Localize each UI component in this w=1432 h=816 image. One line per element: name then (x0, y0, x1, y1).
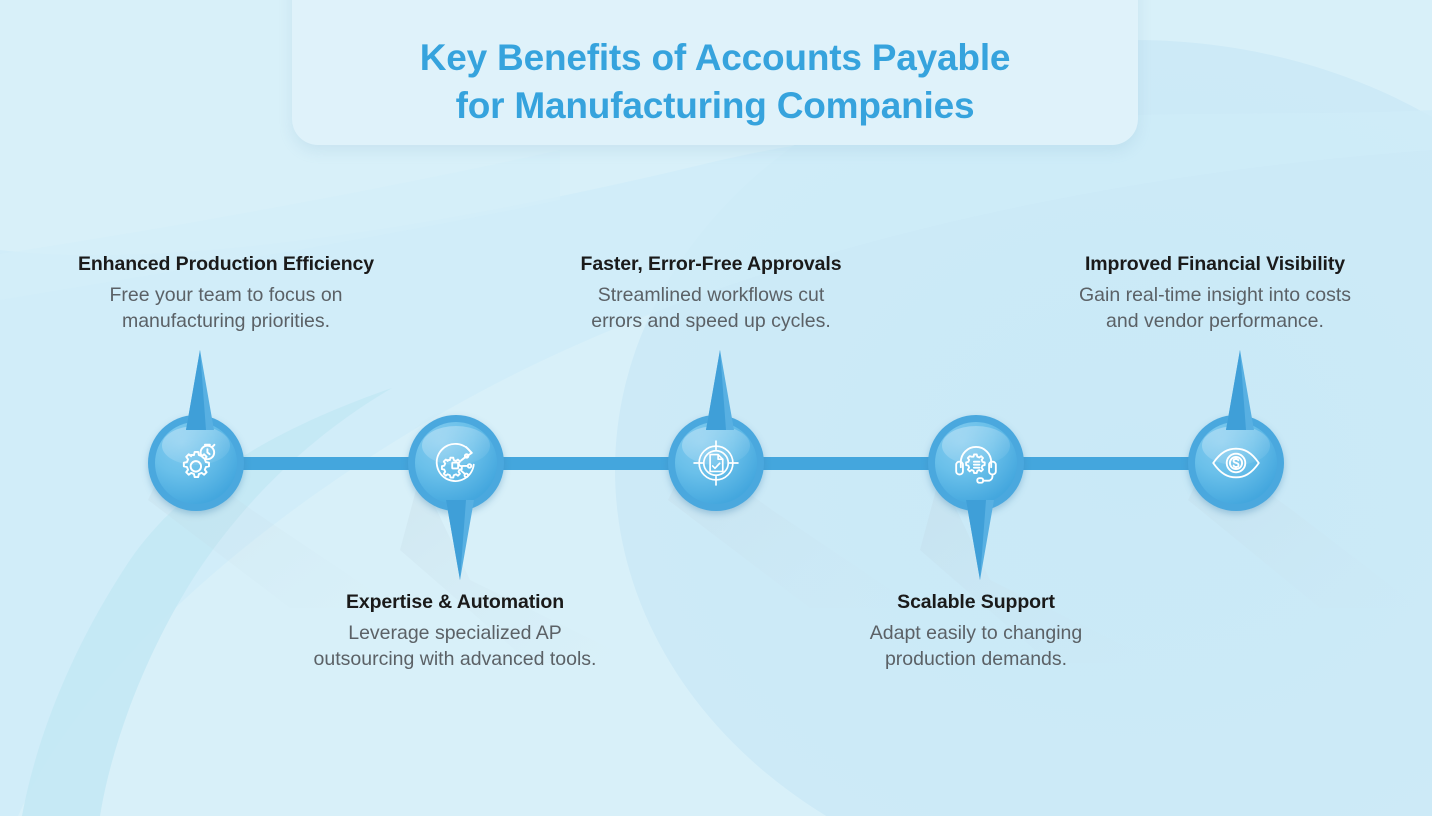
pin-spike-down-4 (966, 500, 994, 580)
caption-title: Faster, Error-Free Approvals (580, 253, 842, 275)
document-target-icon (668, 415, 764, 511)
gear-circuit-automation-icon (408, 415, 504, 511)
timeline-node-expertise-automation[interactable] (408, 415, 504, 511)
connector-segment-4 (1016, 457, 1190, 470)
pin-spike-down-2 (446, 500, 474, 580)
caption-title: Expertise & Automation (345, 591, 565, 613)
node-disc (155, 422, 237, 504)
connector-segment-2 (496, 457, 670, 470)
caption-title: Enhanced Production Efficiency (77, 253, 375, 275)
timeline-node-scalable-support[interactable] (928, 415, 1024, 511)
caption-description: Leverage specialized AP outsourcing with… (255, 621, 655, 672)
caption-title: Scalable Support (897, 591, 1055, 613)
caption-faster-error-free-approvals: Faster, Error-Free Approvals Streamlined… (528, 252, 894, 335)
caption-improved-financial-visibility: Improved Financial Visibility Gain real-… (1010, 252, 1420, 335)
header-card: Key Benefits of Accounts Payable for Man… (292, 0, 1138, 145)
caption-description-line-2: production demands. (884, 648, 1068, 671)
page-title-line-2: for Manufacturing Companies (455, 84, 975, 126)
caption-description: Adapt easily to changing production dema… (795, 621, 1157, 672)
page-title: Key Benefits of Accounts Payable for Man… (420, 34, 1011, 129)
timeline-node-faster-error-free-approvals[interactable] (668, 415, 764, 511)
connector-segment-1 (236, 457, 410, 470)
caption-description-line-2: manufacturing priorities. (121, 310, 331, 333)
caption-title: Improved Financial Visibility (1084, 253, 1346, 275)
node-disc (675, 422, 757, 504)
caption-description: Gain real-time insight into costs and ve… (1010, 283, 1420, 334)
caption-description: Free your team to focus on manufacturing… (30, 283, 422, 334)
caption-scalable-support: Scalable Support Adapt easily to changin… (795, 590, 1157, 673)
eye-dollar-icon (1188, 415, 1284, 511)
caption-description-line-2: errors and speed up cycles. (591, 310, 831, 333)
caption-description-line-1: Free your team to focus on (109, 284, 343, 307)
node-disc (415, 422, 497, 504)
caption-description-line-1: Streamlined workflows cut (597, 284, 825, 307)
connector-segment-3 (756, 457, 930, 470)
caption-description-line-1: Leverage specialized AP (348, 622, 562, 645)
gear-stopwatch-icon (148, 415, 244, 511)
timeline-node-enhanced-production-efficiency[interactable] (148, 415, 244, 511)
caption-description-line-2: and vendor performance. (1106, 310, 1324, 333)
page-title-line-1: Key Benefits of Accounts Payable (419, 37, 1011, 79)
caption-description-line-1: Adapt easily to changing (869, 622, 1083, 645)
caption-description: Streamlined workflows cut errors and spe… (528, 283, 894, 334)
caption-description-line-2: outsourcing with advanced tools. (313, 648, 597, 671)
caption-enhanced-production-efficiency: Enhanced Production Efficiency Free your… (30, 252, 422, 335)
timeline-node-improved-financial-visibility[interactable] (1188, 415, 1284, 511)
caption-expertise-automation: Expertise & Automation Leverage speciali… (255, 590, 655, 673)
headset-gear-icon (928, 415, 1024, 511)
node-disc (935, 422, 1017, 504)
caption-description-line-1: Gain real-time insight into costs (1078, 284, 1352, 307)
